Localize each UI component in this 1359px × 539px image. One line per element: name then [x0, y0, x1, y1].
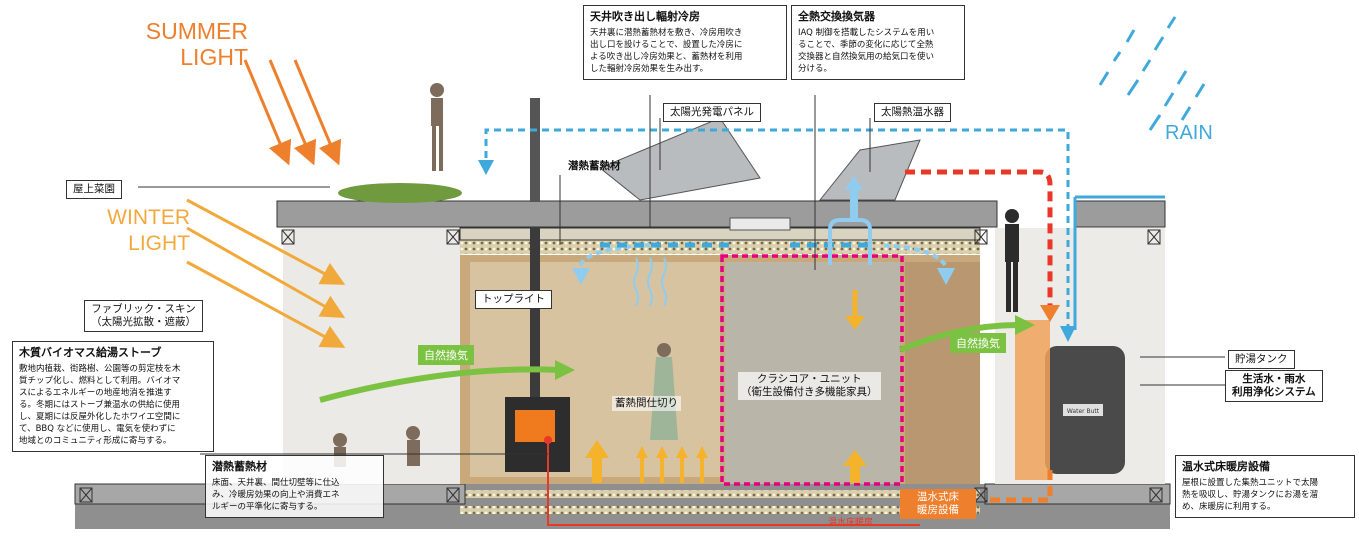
hot-water-line: [905, 169, 1053, 310]
chimney-pipe-inner: [530, 227, 540, 397]
ceiling-cooling-body: 天井裏に潜熱蓄熱材を敷き、冷房用吹き 出し口を設けることで、設置した冷房に よる…: [590, 28, 743, 74]
heat-exchange-body: IAQ 制御を搭載したシステムを用い ることで、季節の変化に応じて全熱 交換器と…: [798, 28, 935, 74]
leader-lines: [138, 95, 1225, 455]
tank-brand: Water Butt: [1067, 408, 1100, 415]
thermal-partition-label: 蓄熱間仕切り: [612, 396, 681, 411]
stove-hot-water-pipe: [547, 440, 920, 526]
winter-light-label: WINTER LIGHT: [107, 206, 190, 255]
natural-vent-left-label: 自然換気: [418, 345, 474, 365]
biomass-stove-callout: 木質バイオマス給湯ストーブ 敷地内植栽、街路樹、公園等の剪定枝を木 質チップ化し…: [12, 341, 214, 452]
floor-hatch-top: [460, 490, 980, 498]
heat-exchange-callout: 全熱交換換気器 IAQ 制御を搭載したシステムを用い ることで、季節の変化に応じ…: [791, 5, 965, 80]
natural-vent-left-swoosh: [319, 366, 561, 403]
structural-columns: [79, 229, 1163, 503]
solar-water-heater-label: 太陽熱温水器: [874, 103, 951, 122]
water-system-label: 生活水・雨水 利用浄化システム: [1225, 370, 1323, 402]
rain-label: RAIN: [1165, 122, 1213, 144]
ceiling-cooling-callout: 天井吹き出し輻射冷房 天井裏に潜熱蓄熱材を敷き、冷房用吹き 出し口を設けることで…: [583, 5, 787, 80]
exchange-warm-arrow: [845, 316, 865, 330]
floor-heating-callout: 温水式床暖房設備 屋根に設置した集熱ユニットで太陽 熱を吸収し、貯湯タンクにお湯…: [1175, 455, 1355, 518]
cooling-drop-arrows: [572, 176, 955, 285]
water-loop-arrow-right: [1060, 326, 1076, 342]
ceiling-cooling-title: 天井吹き出し輻射冷房: [590, 10, 700, 23]
floor-heat-arrows: [585, 440, 867, 483]
latent-heat-top-label: 潜熱蓄熱材: [568, 160, 621, 172]
natural-vent-right-head: [1015, 315, 1035, 335]
rooftop-garden-label: 屋上菜園: [66, 180, 122, 199]
latent-heat-bottom-title: 潜熱蓄熱材: [212, 460, 267, 473]
hot-water-arrow: [1040, 305, 1060, 322]
storage-tank-label: 貯湯タンク: [1228, 350, 1295, 369]
summer-light-label: SUMMER LIGHT: [145, 18, 248, 70]
natural-vent-right-swoosh: [898, 322, 1021, 353]
water-loop-dashed: [484, 128, 1070, 330]
biomass-stove-body: 敷地内植栽、街路樹、公園等の剪定枝を木 質チップ化し、燃料として利用。バイオマ …: [19, 364, 181, 446]
solar-panel-label: 太陽光発電パネル: [663, 103, 761, 122]
heat-exchange-title: 全熱交換換気器: [798, 10, 875, 23]
roof-slab-right: [1074, 200, 1166, 228]
water-loop-arrow-left: [478, 160, 494, 175]
stove-pipe-dot: [544, 436, 552, 444]
floor-heating-small-label: 温水床暖房: [828, 518, 874, 528]
exchange-air-path: [828, 218, 872, 265]
hot-water-column: [1015, 320, 1050, 480]
floor-heating-title: 温水式床暖房設備: [1182, 460, 1270, 473]
rain-lines: [1098, 16, 1206, 131]
latent-heat-bottom-body: 床面、天井裏、間仕切壁等に仕込 み、冷暖房効果の向上や消費エネ ルギーの平準化に…: [212, 478, 340, 512]
latent-heat-bottom-callout: 潜熱蓄熱材 床面、天井裏、間仕切壁等に仕込 み、冷暖房効果の向上や消費エネ ルギ…: [205, 455, 384, 518]
natural-vent-left-head: [555, 360, 575, 380]
fabric-skin-label: ファブリック・スキン （太陽光拡散・遮蔽）: [84, 300, 203, 332]
roof-slab-left: [276, 200, 998, 228]
radiant-cooling-waves: [633, 257, 667, 307]
natural-vent-right-label: 自然換気: [950, 333, 1006, 353]
ceiling-frame: [459, 227, 981, 241]
chimney-pipe: [530, 98, 540, 202]
floor-heating-inner-label: 温水式床 暖房設備: [900, 489, 976, 519]
summer-light-arrows: [243, 59, 342, 166]
storage-tank-label-plate: [1063, 404, 1103, 416]
core-unit-outline: [720, 254, 904, 486]
winter-light-arrows: [186, 198, 346, 348]
floor-hatch-bottom: [460, 506, 980, 514]
heat-exchanger: [729, 217, 791, 231]
top-light-label: トップライト: [475, 290, 552, 309]
right-room: [905, 262, 980, 484]
floor-heating-loop: [990, 470, 1053, 503]
solar-panel: [599, 117, 761, 201]
core-unit-label: クラシコア・ユニット （衛生設備付き多機能家具）: [738, 372, 881, 400]
biomass-stove-title: 木質バイオマス給湯ストーブ: [19, 346, 162, 359]
rooftop-garden-plants: [338, 183, 462, 203]
floor-heating-body: 屋根に設置した集熱ユニットで太陽 熱を吸収し、貯湯タンクにお湯を溜 め、床暖房に…: [1182, 478, 1319, 512]
